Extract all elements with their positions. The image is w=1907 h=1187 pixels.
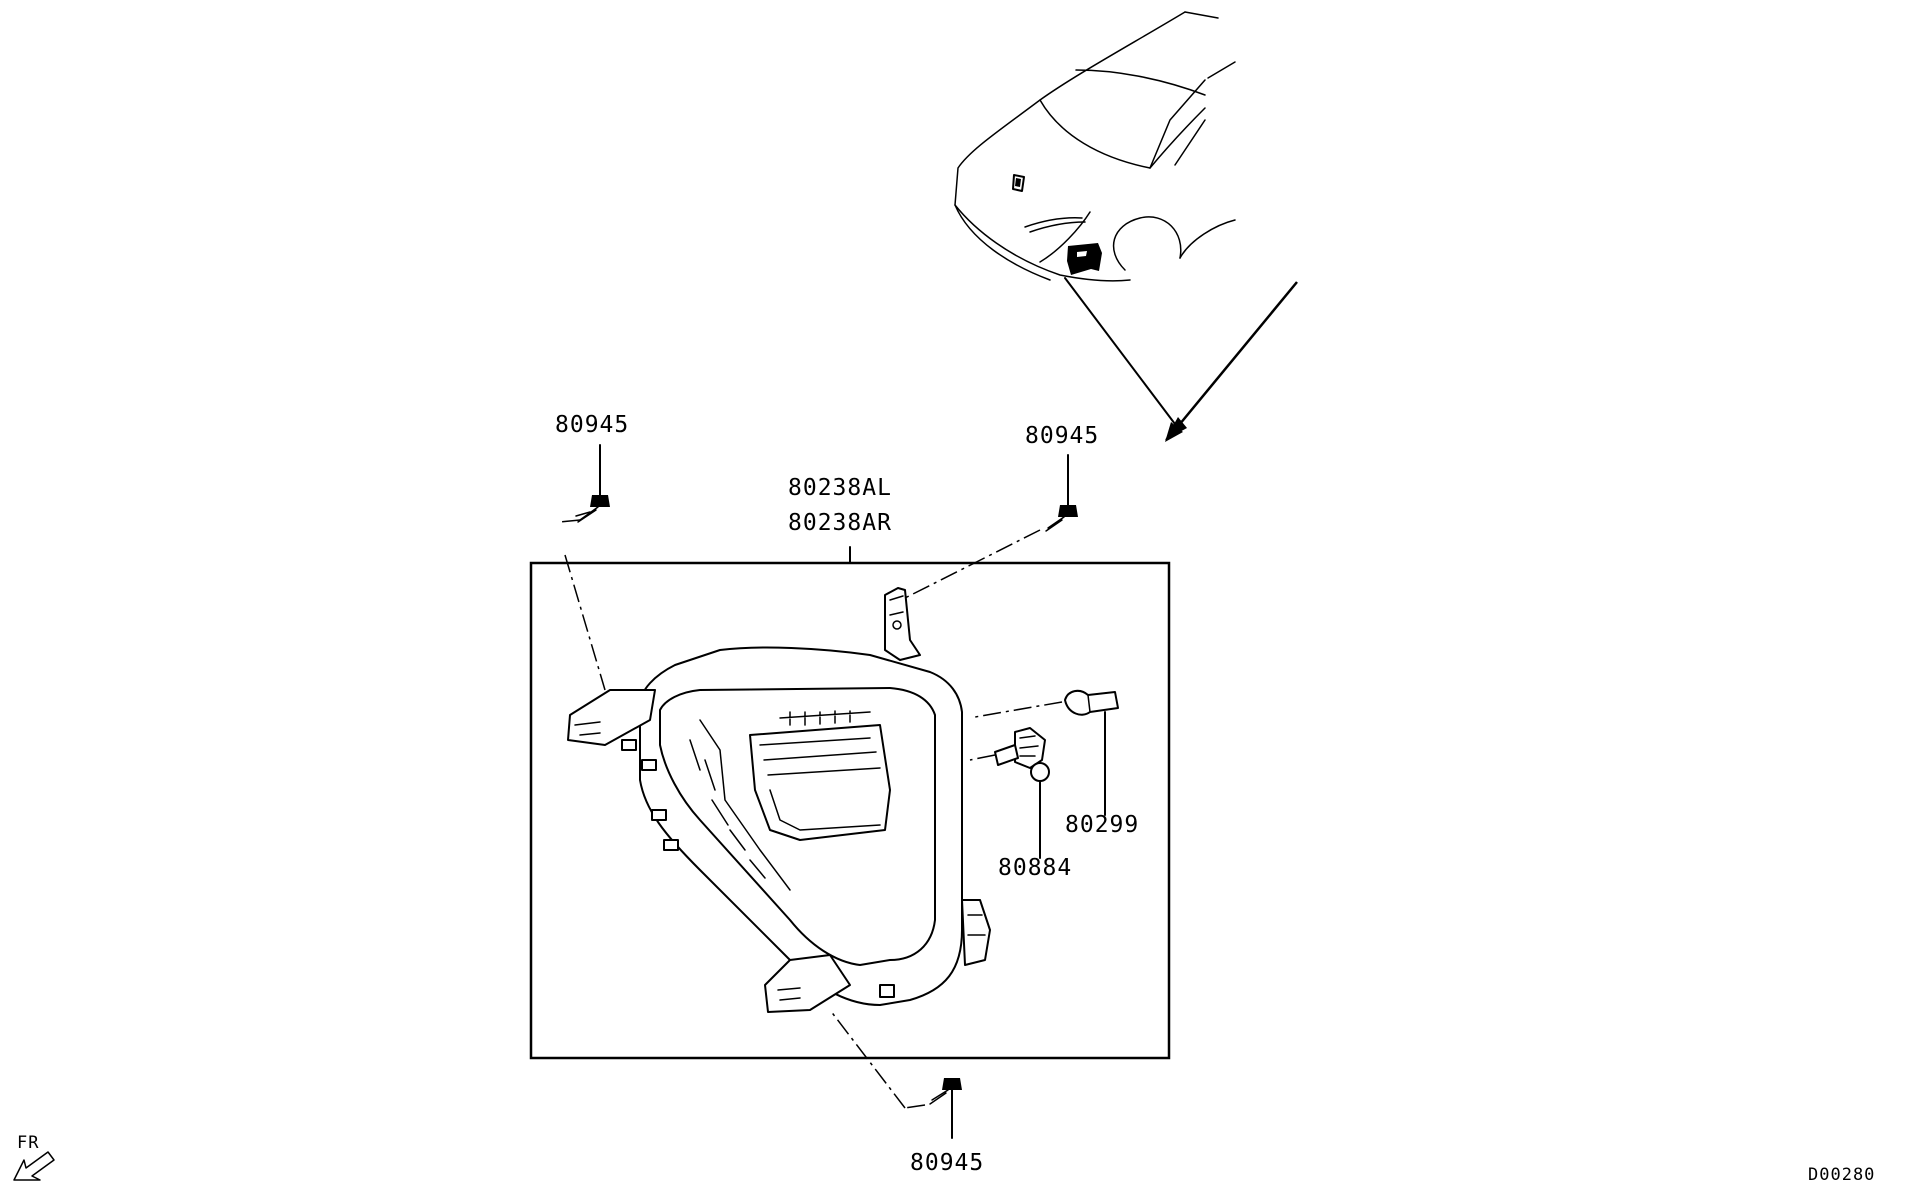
label-screw-top-left: 80945 <box>555 412 629 438</box>
label-bulb-socket: 80884 <box>998 855 1072 881</box>
screw-bottom-icon <box>829 1009 962 1139</box>
diagram-code: D00280 <box>1808 1165 1875 1185</box>
screw-top-left-icon <box>559 444 610 691</box>
vehicle-front-icon <box>954 11 1236 440</box>
front-direction-indicator: FR <box>13 1133 55 1181</box>
screw-top-right-icon <box>904 454 1078 599</box>
bulb-socket-icon <box>969 727 1050 859</box>
label-screw-top-right: 80945 <box>1025 423 1099 449</box>
front-direction-label: FR <box>17 1133 39 1153</box>
bulb-amber-icon <box>974 689 1119 816</box>
arrow-front-icon <box>13 1151 55 1181</box>
label-bulb-amber: 80299 <box>1065 812 1139 838</box>
label-lamp-assy-right: 80238AR <box>788 510 892 536</box>
label-screw-bottom: 80945 <box>910 1150 984 1176</box>
label-lamp-assy-left: 80238AL <box>788 475 892 501</box>
fog-lamp-assembly <box>567 587 991 1013</box>
